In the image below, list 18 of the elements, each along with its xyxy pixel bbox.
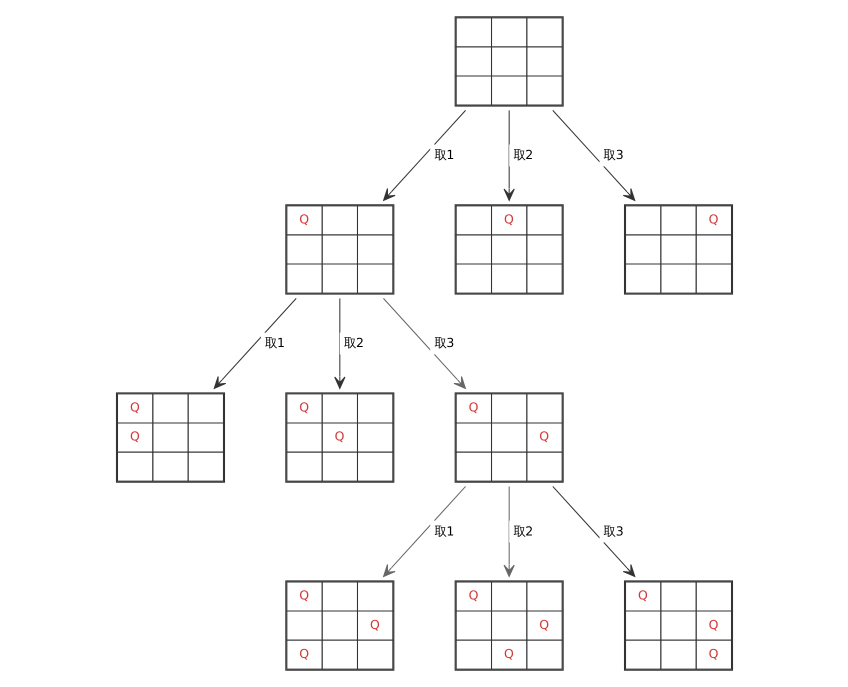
arrow xyxy=(382,486,466,577)
edge-label: 取3 xyxy=(603,523,624,538)
arrow xyxy=(382,298,466,389)
edge-label: 取3 xyxy=(603,147,624,162)
arrow xyxy=(382,110,466,201)
edge-label: 取2 xyxy=(512,523,533,538)
edge-label: 取3 xyxy=(434,335,454,350)
edge-label: 取1 xyxy=(264,335,284,350)
edge-label: 取2 xyxy=(343,335,364,350)
arrow xyxy=(552,110,635,201)
arrow xyxy=(213,298,296,389)
edge-label: 取1 xyxy=(434,523,454,538)
arrow xyxy=(334,298,345,389)
arrow xyxy=(503,110,514,201)
arrow xyxy=(503,486,514,577)
edge-label: 取1 xyxy=(434,147,454,162)
edge-label: 取2 xyxy=(512,147,533,162)
arrow xyxy=(552,486,635,577)
